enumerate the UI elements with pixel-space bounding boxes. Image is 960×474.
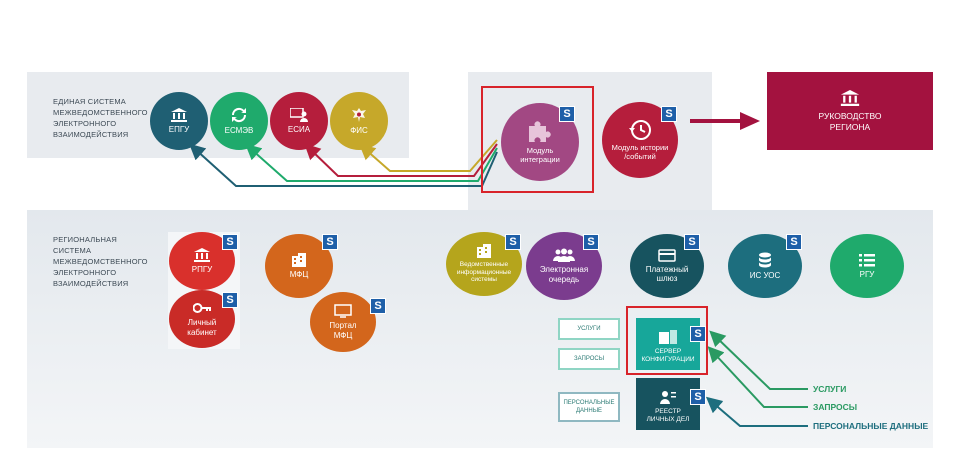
portal-mfc-node[interactable]: Портал МФЦ — [310, 292, 376, 352]
services-box[interactable]: УСЛУГИ — [558, 318, 620, 340]
registry-node[interactable]: РЕЕСТР ЛИЧНЫХ ДЕЛ — [636, 378, 700, 430]
label-line: СИСТЕМА — [53, 246, 92, 255]
personal-data-box-label: ПЕРСОНАЛЬНЫЕ ДАННЫЕ — [563, 400, 615, 414]
leadership-label: РУКОВОДСТВО РЕГИОНА — [818, 110, 882, 132]
legend-services: УСЛУГИ — [813, 384, 847, 394]
history-module-label: Модуль истории /событий — [611, 142, 669, 161]
esia-node[interactable]: ЕСИА — [270, 92, 328, 150]
is-uos-label: ИС УОС — [749, 270, 781, 280]
office-building-icon — [292, 252, 306, 267]
leader-personal — [705, 396, 808, 427]
s-badge: S — [222, 292, 238, 308]
s-badge: S — [583, 234, 599, 250]
arrow-esia — [304, 143, 498, 177]
people-group-icon — [553, 248, 575, 263]
refresh-icon — [231, 107, 247, 123]
s-badge: S — [222, 234, 238, 250]
config-server-node[interactable]: СЕРВЕР КОНФИГУРАЦИИ — [636, 318, 700, 370]
s-badge: S — [690, 389, 706, 405]
payment-label: Платежный шлюз — [645, 264, 689, 283]
queue-label: Электронная очередь — [539, 265, 589, 284]
requests-box[interactable]: ЗАПРОСЫ — [558, 348, 620, 370]
esmev-label: ЕСМЭВ — [224, 125, 254, 135]
requests-box-label: ЗАПРОСЫ — [573, 356, 605, 362]
monitor-user-icon — [290, 107, 308, 122]
building-icon — [171, 107, 187, 122]
history-clock-icon — [629, 119, 651, 140]
regional-panel-label: РЕГИОНАЛЬНАЯ СИСТЕМА МЕЖВЕДОМСТВЕННОГО Э… — [53, 234, 148, 289]
config-server-label: СЕРВЕР КОНФИГУРАЦИИ — [641, 348, 695, 363]
s-badge: S — [661, 106, 677, 122]
personal-data-box[interactable]: ПЕРСОНАЛЬНЫЕ ДАННЫЕ — [558, 392, 620, 422]
s-badge: S — [786, 234, 802, 250]
esia-label: ЕСИА — [287, 124, 311, 134]
legend-requests: ЗАПРОСЫ — [813, 402, 858, 412]
list-icon — [859, 253, 875, 267]
rpgu-node[interactable]: РПГУ — [169, 232, 235, 290]
label-line: ВЗАИМОДЕЙСТВИЯ — [53, 130, 129, 139]
arrow-epgu — [189, 143, 498, 187]
cabinet-label: Личный кабинет — [187, 318, 217, 337]
fis-label: ФИС — [350, 125, 368, 135]
office-building-icon — [477, 244, 491, 259]
rgu-label: РГУ — [859, 269, 875, 279]
label-line: РЕГИОНАЛЬНАЯ — [53, 235, 117, 244]
fis-node[interactable]: ФИС — [330, 92, 388, 150]
rgu-node[interactable]: РГУ — [830, 234, 904, 298]
label-line: МЕЖВЕДОМСТВЕННОГО — [53, 108, 148, 117]
leader-services — [709, 330, 808, 390]
building-icon — [194, 247, 210, 262]
legend-personal-data: ПЕРСОНАЛЬНЫЕ ДАННЫЕ — [813, 421, 929, 431]
rpgu-label: РПГУ — [191, 264, 213, 274]
esmev-panel-label: ЕДИНАЯ СИСТЕМА МЕЖВЕДОМСТВЕННОГО ЭЛЕКТРО… — [53, 96, 148, 140]
registry-label: РЕЕСТР ЛИЧНЫХ ДЕЛ — [646, 408, 690, 423]
label-line: ЭЛЕКТРОННОГО — [53, 268, 117, 277]
s-badge: S — [370, 298, 386, 314]
epgu-label: ЕПГУ — [168, 124, 190, 134]
key-icon — [193, 303, 211, 314]
s-badge: S — [322, 234, 338, 250]
label-line: ЕДИНАЯ СИСТЕМА — [53, 97, 126, 106]
arrow-esmev — [245, 143, 498, 182]
ved-systems-label: Ведомственные информационные системы — [456, 261, 512, 284]
arrow-leadership-head — [740, 112, 760, 130]
label-line: МЕЖВЕДОМСТВЕННОГО — [53, 257, 148, 266]
monitor-icon — [334, 304, 352, 319]
highlight-integration — [481, 86, 594, 193]
highlight-config — [626, 306, 708, 375]
portal-mfc-label: Портал МФЦ — [329, 321, 357, 340]
label-line: ВЗАИМОДЕЙСТВИЯ — [53, 279, 129, 288]
s-badge: S — [505, 234, 521, 250]
id-card-icon — [660, 391, 676, 404]
leader-requests — [707, 346, 808, 408]
puzzle-icon — [529, 121, 551, 142]
server-icon — [659, 330, 677, 344]
s-badge: S — [684, 234, 700, 250]
s-badge: S — [559, 106, 575, 122]
s-badge: S — [690, 326, 706, 342]
queue-node[interactable]: Электронная очередь — [526, 232, 602, 300]
integration-module-label: Модуль интеграции — [520, 145, 560, 164]
label-line: ЭЛЕКТРОННОГО — [53, 119, 117, 128]
database-icon — [759, 252, 771, 268]
arrow-fis — [358, 139, 498, 172]
eagle-emblem-icon — [352, 107, 366, 122]
services-box-label: УСЛУГИ — [577, 326, 601, 332]
epgu-node[interactable]: ЕПГУ — [150, 92, 208, 150]
mfc-label: МФЦ — [289, 269, 309, 279]
mfc-node[interactable]: МФЦ — [265, 234, 333, 298]
credit-card-icon — [658, 249, 676, 262]
esmev-node[interactable]: ЕСМЭВ — [210, 92, 268, 150]
leadership-box[interactable]: РУКОВОДСТВО РЕГИОНА — [767, 72, 933, 150]
building-icon — [840, 89, 860, 106]
